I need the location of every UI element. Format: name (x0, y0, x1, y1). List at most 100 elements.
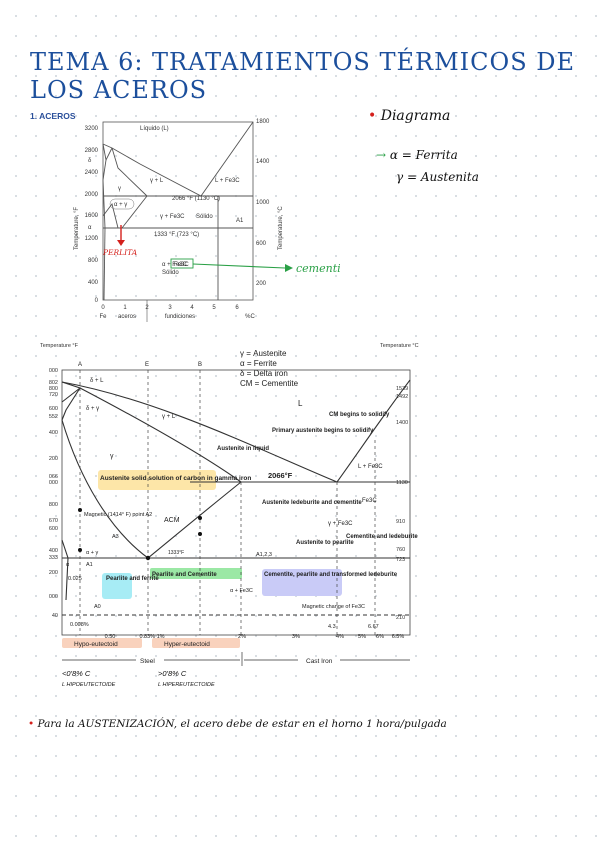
perlita-arrowhead (117, 240, 125, 246)
y-axis-label-f: Temperature, °F (74, 207, 80, 250)
y-tick: 1130 (396, 480, 408, 486)
eutectic-43-label: 4.3 (328, 624, 336, 630)
y-tick: 802 (49, 380, 58, 386)
bullet-icon: • (28, 718, 35, 730)
section-heading: 1. ACEROS (30, 111, 76, 121)
liquid-label: Líquido (L) (140, 126, 169, 132)
bullet-icon: • (368, 108, 377, 124)
x-tick: 0 (101, 305, 105, 311)
austenizacion-note: • Para la AUSTENIZACIÓN, el acero debe d… (28, 718, 447, 730)
legend-item: α = Ferrite (240, 359, 277, 368)
y-tick: 600 (49, 526, 58, 532)
austenite-highlight (98, 470, 216, 490)
solido-label: Sólido (196, 214, 213, 220)
y-tick: 720 (49, 392, 58, 398)
point-b: B (198, 362, 202, 368)
x-axis: 0 1 2 3 4 5 6 %C Fe aceros fundiciones (99, 305, 255, 320)
y-tick: 800 (49, 386, 58, 392)
y-tick: 670 (49, 518, 58, 524)
hyper-highlight (152, 638, 240, 648)
x-unit: %C (245, 314, 255, 320)
right-axis: 1539 1492 1400 1130 910 760 723 210 (396, 386, 408, 621)
legend-item: CM = Cementite (240, 379, 299, 388)
y-tick: 400 (88, 280, 99, 286)
delta-gamma-label: δ + γ (86, 406, 99, 412)
x-axis: 0.50 0.83% 1% 2% 3% 4% 5% 6% 6.5% (105, 634, 405, 640)
pearlite-cementite-label: Pearlite and Cementite (152, 572, 217, 578)
steel-label: Steel (140, 658, 155, 665)
delta-label: δ (88, 158, 92, 164)
alpha-note: → α = Ferrita (376, 148, 458, 162)
y-tick: 2400 (85, 170, 99, 176)
alpha-label: α (66, 562, 70, 568)
magnetic-change-label: Magnetic change of Fe3C (302, 604, 365, 610)
gamma-label: γ (118, 186, 121, 192)
eutectic-temp-label: 2066 °F (1130 °C) (172, 196, 220, 202)
cementite-pearlite-label: Cementite, pearlite and transformed lede… (264, 572, 398, 578)
fe3c-box-label: Fe3C (174, 262, 189, 268)
a1-label: A1 (236, 218, 244, 224)
y-tick: 000 (49, 368, 58, 374)
x-tick: 6 (235, 305, 239, 311)
fe3c-label: Fe3C (362, 498, 377, 504)
eutectoid-temp-label: 1333°F (168, 550, 184, 556)
gamma-fe3c-label: γ + Fe3C (160, 214, 185, 220)
cm-begins-label: CM begins to solidify (329, 412, 390, 418)
x-tick: 6.5% (392, 634, 405, 640)
gamma-note: γ = Austenita (396, 170, 479, 184)
y-tick: 1492 (396, 394, 408, 400)
diagrama-note: • Diagrama (368, 108, 451, 124)
temperature-right-label: Temperature °C (380, 343, 419, 349)
austenite-pearlite-label: Austenite to pearlite (296, 540, 354, 546)
cementite-ledeburite-label: Cementite and ledeburite (346, 534, 418, 540)
alpha-fe3c-label: α + Fe3C (162, 262, 188, 268)
temperature-left-label: Temperature °F (40, 343, 79, 349)
y-tick: 1400 (396, 420, 408, 426)
fe-label: Fe (99, 314, 107, 320)
y-tick: 0 (95, 298, 99, 304)
cast-iron-label: Cast Iron (306, 658, 333, 665)
gamma-liquid-label: γ + L (162, 414, 176, 420)
cementite-667-label: 6.67 (368, 624, 379, 630)
y-tick: 200 (256, 281, 267, 287)
y-tick: 200 (49, 570, 58, 576)
y-tick: 210 (396, 615, 405, 621)
hypo-label: Hypo-eutectoid (74, 641, 118, 648)
plot-frame (102, 121, 254, 301)
hyper-pct-note: >0'8% C (158, 669, 187, 678)
pearlite-ferrite-label: Pearlite and ferrite (106, 576, 159, 582)
y-tick: 600 (256, 241, 267, 247)
x-tick: 2% (238, 634, 246, 640)
fundiciones-label: fundiciones (165, 314, 195, 320)
alpha-gamma-oval (109, 198, 135, 210)
plot-frame (61, 369, 411, 636)
y-tick: 600 (49, 406, 58, 412)
x-tick: 2 (145, 305, 149, 311)
y-tick: 723 (396, 557, 405, 563)
cementita-note: cementita (296, 262, 340, 275)
y-tick: 3200 (85, 126, 99, 132)
guide-lines (79, 370, 376, 635)
y-tick: 2000 (85, 192, 99, 198)
austenite-liquid-label: Austenite in liquid (217, 446, 269, 452)
y-tick: 1600 (85, 213, 99, 219)
carbon-0025-label: 0.025 (68, 576, 82, 582)
x-tick: 1 (123, 305, 127, 311)
liquid-fe3c-label: L + Fe3C (215, 178, 240, 184)
y-tick: 1200 (85, 236, 99, 242)
page-title: TEMA 6: TRATAMIENTOS TÉRMICOS DE LOS ACE… (30, 48, 576, 104)
phase-lines (61, 379, 411, 616)
x-tick: 4 (190, 305, 194, 311)
x-tick: 0.50 (105, 634, 116, 640)
y-tick: 2800 (85, 148, 99, 154)
gamma-region-label: γ (110, 453, 114, 460)
y-tick: 000 (49, 480, 58, 486)
perlita-note: PERLITA (102, 248, 138, 257)
y-tick: 910 (396, 519, 405, 525)
alpha-gamma-label: α + γ (86, 550, 98, 556)
hypo-note: L HIPOEUTECTOIDE (62, 682, 116, 688)
pearlite-ferrite-highlight (102, 573, 132, 599)
right-axis: 1800 1400 1000 600 200 (256, 119, 270, 287)
y-tick: 000 (49, 594, 58, 600)
legend-item: δ = Delta iron (240, 369, 288, 378)
